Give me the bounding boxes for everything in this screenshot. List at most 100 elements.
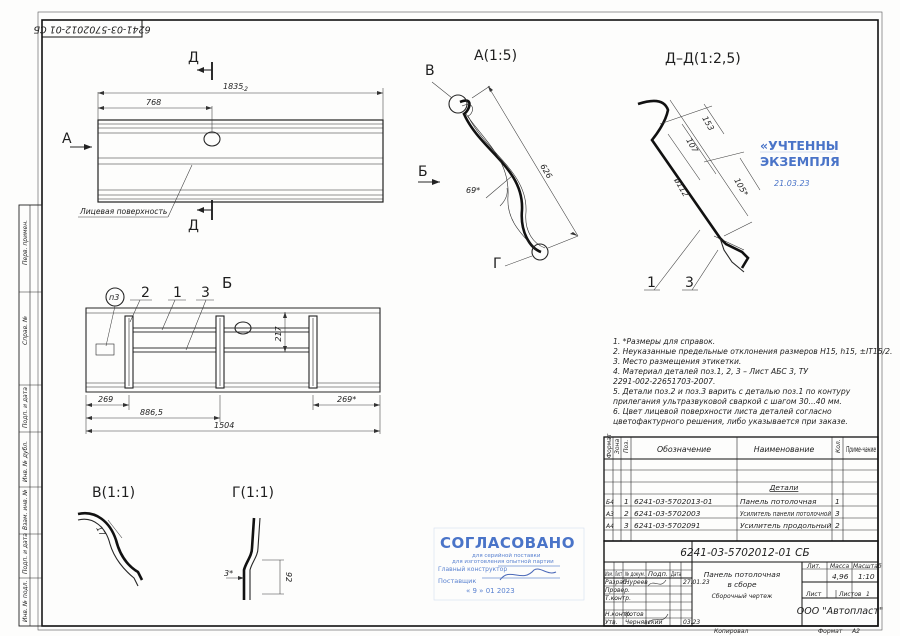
view-a-arrow-label: А: [62, 131, 72, 147]
rotated-drawing-number: 6241-03-5702012-01 СБ: [33, 24, 151, 35]
title-ncontrol-name: Котов: [625, 611, 644, 618]
title-role-date: Дата: [670, 571, 681, 578]
outer-frame-line: [37, 11, 883, 631]
row-3-designation: 6241-03-5702091: [634, 521, 700, 530]
note-4-cont: 2291-002-22651703-2007.: [613, 377, 715, 386]
detail-v-callout: В: [425, 63, 435, 79]
title-mass-value: 4,96: [832, 572, 849, 581]
dim-107: 107: [684, 137, 700, 156]
title-sheets-label: Листов: [838, 591, 862, 598]
col-name: Наименование: [754, 445, 815, 454]
title-role-izm: Изм.: [605, 571, 613, 578]
strip-replace-inv: Взам. инв. №: [22, 489, 29, 530]
title-format-value: А2: [851, 628, 860, 635]
note-1: 1. *Размеры для справок.: [613, 337, 715, 346]
stamp-agreed-title: СОГЛАСОВАНО: [440, 534, 575, 552]
dim-153: 153: [700, 115, 715, 133]
col-zone: Зона: [614, 439, 621, 454]
title-date-2: 03.23: [683, 619, 700, 626]
col-format: Формат: [606, 433, 613, 458]
row-2-qty: 3: [835, 509, 840, 518]
title-col-scale: Масштаб: [853, 563, 882, 570]
detail-g-callout: Г: [493, 256, 502, 272]
stamp-counted-date: 21.03.23: [774, 179, 810, 188]
title-role-approved: Утв.: [605, 619, 618, 626]
row-3-pos: 3: [624, 521, 629, 530]
position-1-label: 1: [173, 285, 182, 301]
section-d-pos-3: 3: [685, 275, 694, 291]
title-product-name-1: Панель потолочная: [704, 570, 781, 579]
detail-g-title: Г(1:1): [232, 485, 274, 501]
stamp-agreed-line-4: Поставщик: [438, 577, 476, 585]
angle-69: 69*: [466, 186, 480, 195]
dim-768: 768: [146, 98, 161, 107]
dim-1504: 1504: [214, 421, 234, 430]
stamp-agreed: [433, 527, 585, 601]
signature-developer: [647, 579, 667, 587]
note-5: 5. Детали поз.2 и поз.3 варить с деталью…: [613, 387, 851, 396]
title-role-tcontrol: Т.контр.: [605, 595, 631, 602]
detail-v-title: В(1:1): [92, 485, 135, 501]
title-sheet-label: Лист: [805, 591, 822, 598]
row-2-format: А3: [605, 511, 614, 518]
col-designation: Обозначение: [657, 445, 711, 454]
bottom-view-panel: [85, 287, 381, 434]
row-1-format: Б4: [606, 499, 614, 506]
col-pos: Поз.: [623, 440, 630, 453]
spec-row-3: А4 3 6241-03-5702091 Усилитель продольны…: [605, 521, 840, 530]
stamp-agreed-line-1: для серийной поставки: [472, 552, 541, 559]
dim-overall-length: 1835: [223, 82, 243, 91]
dim-17: 17: [94, 525, 107, 539]
detail-g-profile: [226, 517, 284, 600]
stamp-counted-line-1: «УЧТЕННЫ: [760, 138, 839, 153]
face-surface-label: Лицевая поверхность: [79, 207, 167, 216]
view-a-title: А(1:5): [474, 48, 517, 64]
title-role-docnum: № докум.: [624, 571, 645, 578]
row-3-name: Усилитель продольный: [740, 521, 832, 530]
row-3-format: А4: [605, 523, 614, 530]
row-1-qty: 1: [835, 497, 840, 506]
title-date-1: 27.01.23: [683, 579, 710, 586]
title-approved-name: Чернявский: [625, 619, 663, 626]
spec-row-2: А3 2 6241-03-5702003 Усилитель панели по…: [605, 509, 840, 518]
strip-first-use: Перв. примен.: [22, 220, 29, 265]
section-b-label: Б: [222, 274, 232, 292]
spec-row-1: Б4 1 6241-03-5702013-01 Панель потолочна…: [606, 497, 840, 506]
row-2-name: Усилитель панели потолочной: [740, 509, 831, 518]
section-d-bottom-label: Д: [188, 218, 199, 234]
row-1-name: Панель потолочная: [740, 497, 817, 506]
section-d-top-label: Д: [188, 50, 199, 66]
title-role-developer: Разраб.: [605, 579, 629, 586]
title-product-name-2: в сборе: [727, 580, 757, 589]
dim-886-5: 886,5: [140, 408, 163, 417]
position-3-label: 3: [201, 285, 210, 301]
title-developer-name: Нуреев: [625, 579, 648, 586]
signature-approver: [647, 613, 669, 625]
note-2: 2. Неуказанные предельные отклонения раз…: [613, 347, 892, 356]
dim-112: ø112: [672, 176, 690, 199]
view-b-arrow-label: Б: [418, 164, 428, 180]
stamp-agreed-date: « 9 » 01 2023: [466, 587, 515, 595]
view-a-profile: [418, 81, 579, 267]
row-2-pos: 2: [624, 509, 629, 518]
title-block-grid: [603, 540, 879, 627]
note-5-cont: прилегания ультразвуковой сваркой с шаго…: [613, 397, 842, 406]
row-1-pos: 1: [624, 497, 629, 506]
rotated-number-box: [41, 19, 143, 38]
dim-217: 217: [274, 325, 283, 341]
title-format-label: Формат: [818, 628, 843, 635]
strip-sign-date-2: Подп. и дата: [22, 533, 29, 574]
row-3-qty: 2: [835, 521, 840, 530]
title-col-mass: Масса: [830, 563, 849, 570]
title-role-ncontrol: Н.контр.: [605, 611, 632, 618]
dim-269-right: 269*: [337, 395, 356, 404]
col-qty: Кол.: [835, 439, 842, 453]
section-d-title: Д–Д(1:2,5): [665, 51, 741, 67]
note-6: 6. Цвет лицевой поверхности листа детале…: [613, 407, 832, 416]
title-role-checker: Провер.: [605, 587, 630, 594]
dim-3: 3*: [224, 569, 233, 578]
title-company: ООО "Автопласт": [797, 606, 884, 617]
col-note: Приме-чание: [846, 445, 876, 454]
dim-overall-tolerance: -2: [242, 86, 248, 93]
